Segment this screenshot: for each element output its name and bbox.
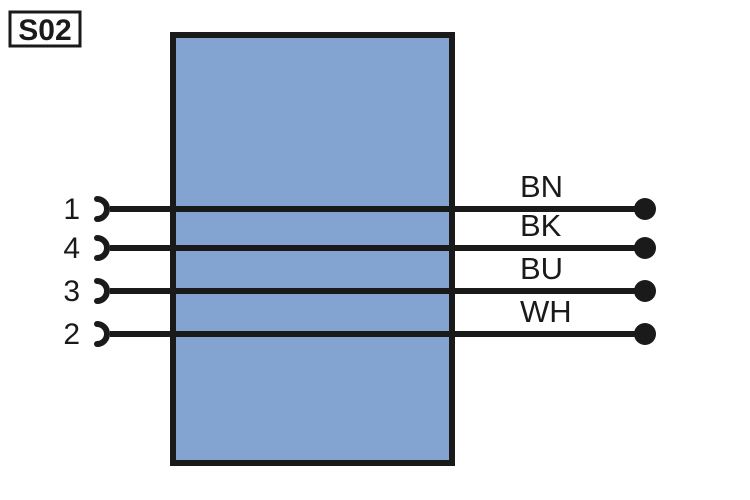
wire-color-label: WH: [520, 294, 572, 329]
connection-row: 1 BN: [63, 169, 656, 226]
wire-terminal-dot: [634, 280, 656, 302]
identifier-box-border: [8, 10, 82, 48]
identifier-label-box: S02: [8, 10, 82, 48]
pin-number-label: 2: [63, 318, 80, 351]
connection-row: 4 BK: [63, 208, 656, 265]
pin-number-label: 4: [63, 232, 80, 265]
wire-terminal-dot: [634, 323, 656, 345]
connector-hook-icon: [94, 235, 110, 261]
connector-hook-icon: [94, 321, 110, 347]
pin-number-label: 1: [63, 193, 80, 226]
connector-hook-icon: [94, 196, 110, 222]
pin-number-label: 3: [63, 275, 80, 308]
connection-row: 3 BU: [63, 251, 656, 308]
identifier-label-text: S02: [18, 14, 71, 47]
wire-color-label: BN: [520, 169, 563, 204]
wire-terminal-dot: [634, 237, 656, 259]
connector-hook-icon: [94, 278, 110, 304]
wire-color-label: BK: [520, 208, 562, 243]
connections-group: 1 BN 4 BK 3 BU 2 WH: [63, 169, 656, 351]
wire-terminal-dot: [634, 198, 656, 220]
wire-color-label: BU: [520, 251, 563, 286]
connection-row: 2 WH: [63, 294, 656, 351]
